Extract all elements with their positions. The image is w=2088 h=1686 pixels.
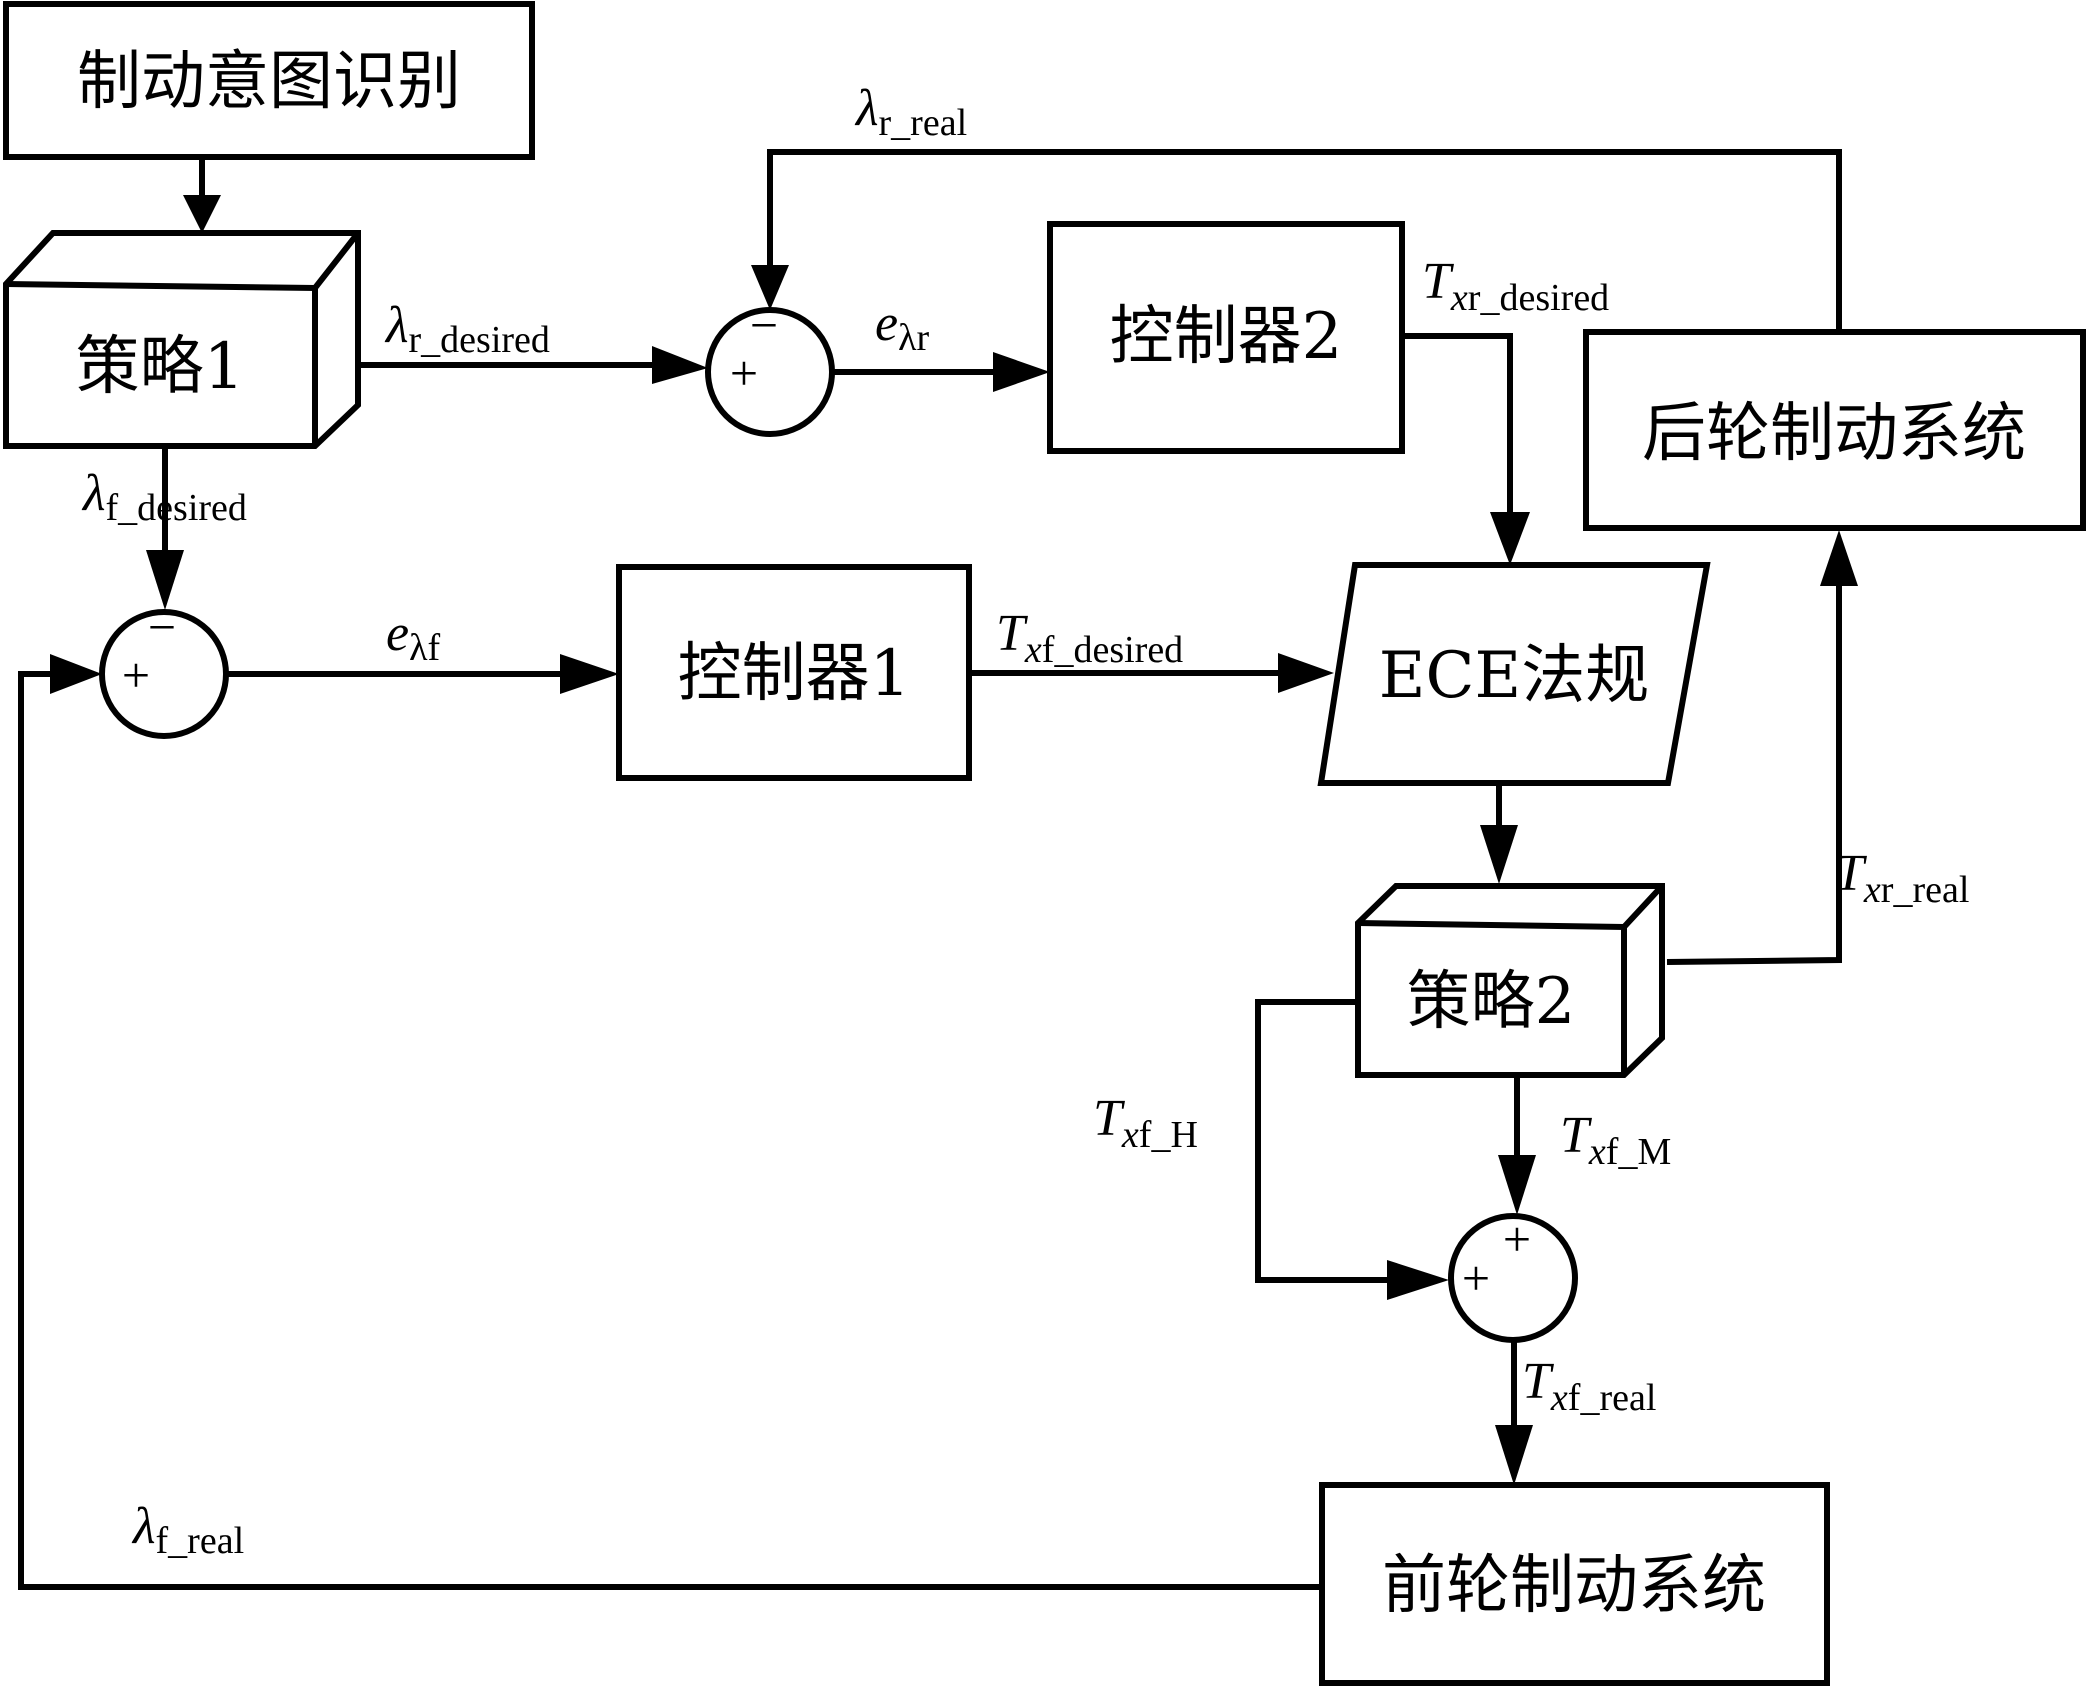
label-t-xf-desired: Txf_desired [996, 605, 1183, 671]
arrow-right-icon [993, 352, 1050, 392]
label-e-lambda-r: eλr [875, 295, 930, 359]
block-strategy2: 策略2 [1355, 883, 1665, 1078]
arrow-down-icon [146, 550, 184, 610]
line-t-xr-desired [1402, 333, 1513, 520]
arrow-down-icon [1480, 825, 1518, 884]
label-t-xf-m: Txf_M [1560, 1107, 1671, 1173]
sum-front-plus: + [122, 647, 150, 703]
label-e-lambda-f: eλf [386, 605, 441, 669]
line-lambda-f-real [18, 671, 1322, 1590]
block-strategy2-label: 策略2 [1407, 965, 1576, 1039]
block-strategy1-label: 策略1 [76, 330, 245, 404]
arrow-right-icon [1387, 1260, 1449, 1300]
block-controller1: 控制器1 [616, 564, 972, 781]
block-rear-brake-label: 后轮制动系统 [1642, 397, 2026, 471]
signal-labels: λr_real λr_desired λf_desired eλr eλf Tx… [81, 80, 1969, 1562]
block-controller2: 控制器2 [1047, 221, 1405, 454]
arrow-up-icon [1820, 530, 1858, 586]
block-intent-label: 制动意图识别 [77, 45, 461, 119]
sum-junction-front: − + [99, 599, 229, 739]
label-t-xr-real: Txr_real [1835, 845, 1969, 911]
sum-junction-torque: + + [1448, 1211, 1578, 1343]
label-t-xr-desired: Txr_desired [1422, 253, 1609, 319]
block-intent: 制动意图识别 [3, 1, 535, 160]
label-t-xf-real: Txf_real [1522, 1353, 1656, 1419]
line-t-xr-real [1666, 580, 1842, 965]
line-t-xf-h [1255, 999, 1400, 1283]
arrow-right-icon [1278, 653, 1334, 693]
block-front-brake-label: 前轮制动系统 [1382, 1549, 1766, 1623]
block-controller2-label: 控制器2 [1110, 300, 1343, 374]
sum-junction-rear: − + [705, 297, 835, 437]
label-lambda-f-desired: λf_desired [81, 465, 247, 529]
arrow-down-icon [1498, 1155, 1536, 1215]
sum-front-minus: − [148, 599, 176, 655]
connections [18, 149, 1858, 1590]
sum-torque-plus-left: + [1462, 1250, 1490, 1306]
block-rear-brake: 后轮制动系统 [1583, 329, 2086, 531]
block-ece-label: ECE法规 [1379, 639, 1649, 713]
label-lambda-r-desired: λr_desired [384, 297, 550, 361]
block-front-brake: 前轮制动系统 [1319, 1482, 1830, 1686]
sum-rear-plus: + [730, 345, 758, 401]
block-strategy1: 策略1 [3, 230, 361, 449]
arrow-right-icon [652, 346, 708, 384]
line-lambda-r-real [767, 149, 1842, 332]
label-t-xf-h: Txf_H [1093, 1090, 1198, 1156]
label-lambda-f-real: λf_real [131, 1498, 244, 1562]
arrow-down-icon [1490, 512, 1530, 565]
arrow-down-icon [183, 195, 221, 233]
sum-rear-minus: − [750, 297, 778, 353]
arrow-down-icon [751, 265, 789, 310]
sum-torque-plus-top: + [1503, 1211, 1531, 1267]
block-controller1-label: 控制器1 [678, 637, 911, 711]
arrow-down-icon [1495, 1425, 1533, 1485]
label-lambda-r-real: λr_real [854, 80, 967, 144]
arrow-right-icon [560, 654, 619, 694]
block-ece: ECE法规 [1317, 562, 1711, 786]
arrow-right-icon [50, 654, 102, 694]
